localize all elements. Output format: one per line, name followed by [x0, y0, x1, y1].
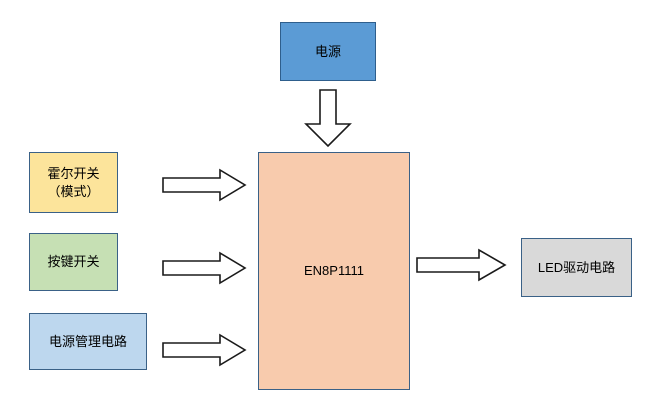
block-power-management-circuit[interactable]: 电源管理电路: [29, 313, 147, 370]
block-arrow-right-icon: [416, 248, 507, 282]
block-led-driver-circuit-label: LED驱动电路: [537, 259, 616, 275]
block-hall-switch[interactable]: 霍尔开关 （模式）: [29, 152, 118, 213]
block-power[interactable]: 电源: [280, 22, 376, 81]
block-arrow-down-icon: [303, 89, 353, 148]
block-hall-switch-label: 霍尔开关 （模式）: [47, 165, 100, 199]
block-mcu-en8p1111[interactable]: EN8P1111: [258, 152, 410, 390]
block-key-switch-label: 按键开关: [47, 254, 100, 270]
block-arrow-right-icon: [162, 168, 247, 202]
block-power-label: 电源: [314, 43, 341, 59]
block-mcu-label: EN8P1111: [304, 263, 364, 279]
block-power-management-circuit-label: 电源管理电路: [48, 333, 127, 349]
block-arrow-right-icon: [162, 251, 247, 285]
block-arrow-right-icon: [162, 333, 247, 367]
block-led-driver-circuit[interactable]: LED驱动电路: [521, 238, 632, 297]
block-key-switch[interactable]: 按键开关: [29, 233, 118, 291]
